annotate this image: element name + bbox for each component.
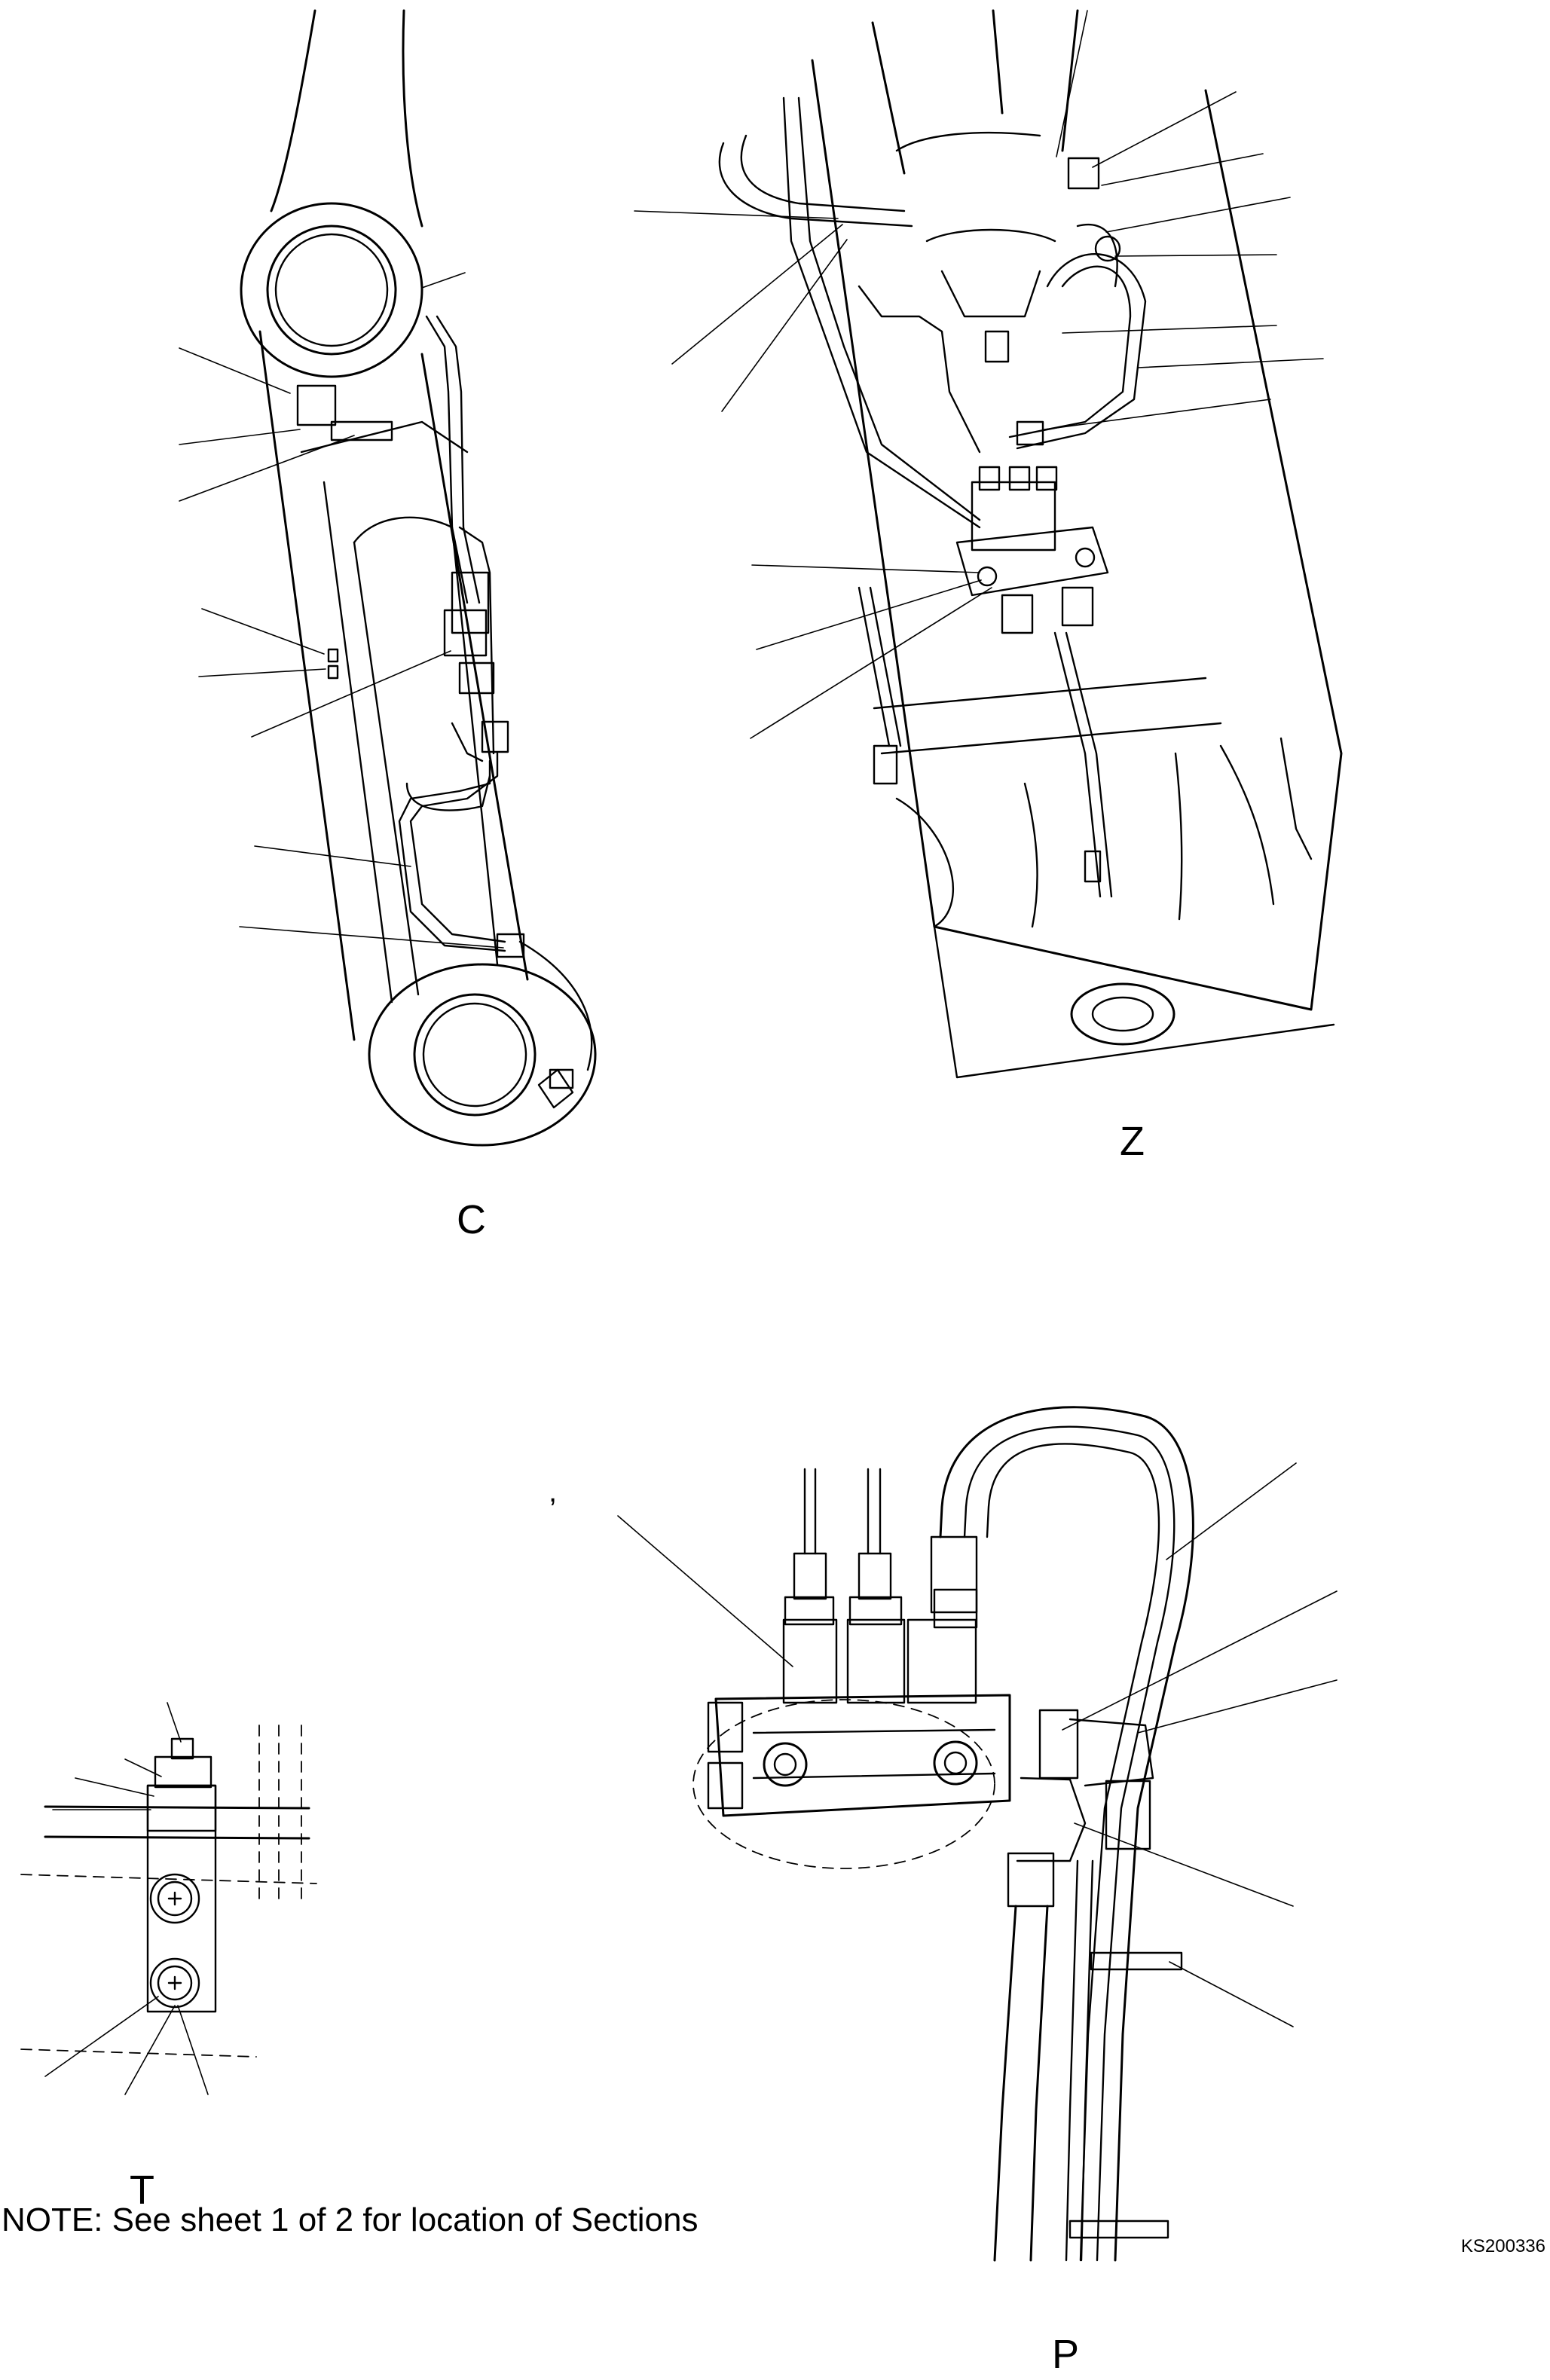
section-c-drawing: [179, 9, 597, 1147]
section-label-z: Z: [1120, 1119, 1145, 1164]
section-label-t: T: [130, 2168, 154, 2213]
section-label-p: P: [1052, 2332, 1080, 2377]
section-label-c: C: [457, 1197, 486, 1242]
section-p-drawing: [617, 1406, 1338, 2262]
section-z-drawing: [634, 9, 1343, 1079]
section-t-drawing: [20, 1702, 317, 2095]
note-text: NOTE: See sheet 1 of 2 for location of S…: [2, 2201, 699, 2238]
drawing-code: KS200336: [1460, 2236, 1545, 2256]
stray-mark: ,: [549, 1475, 558, 1508]
